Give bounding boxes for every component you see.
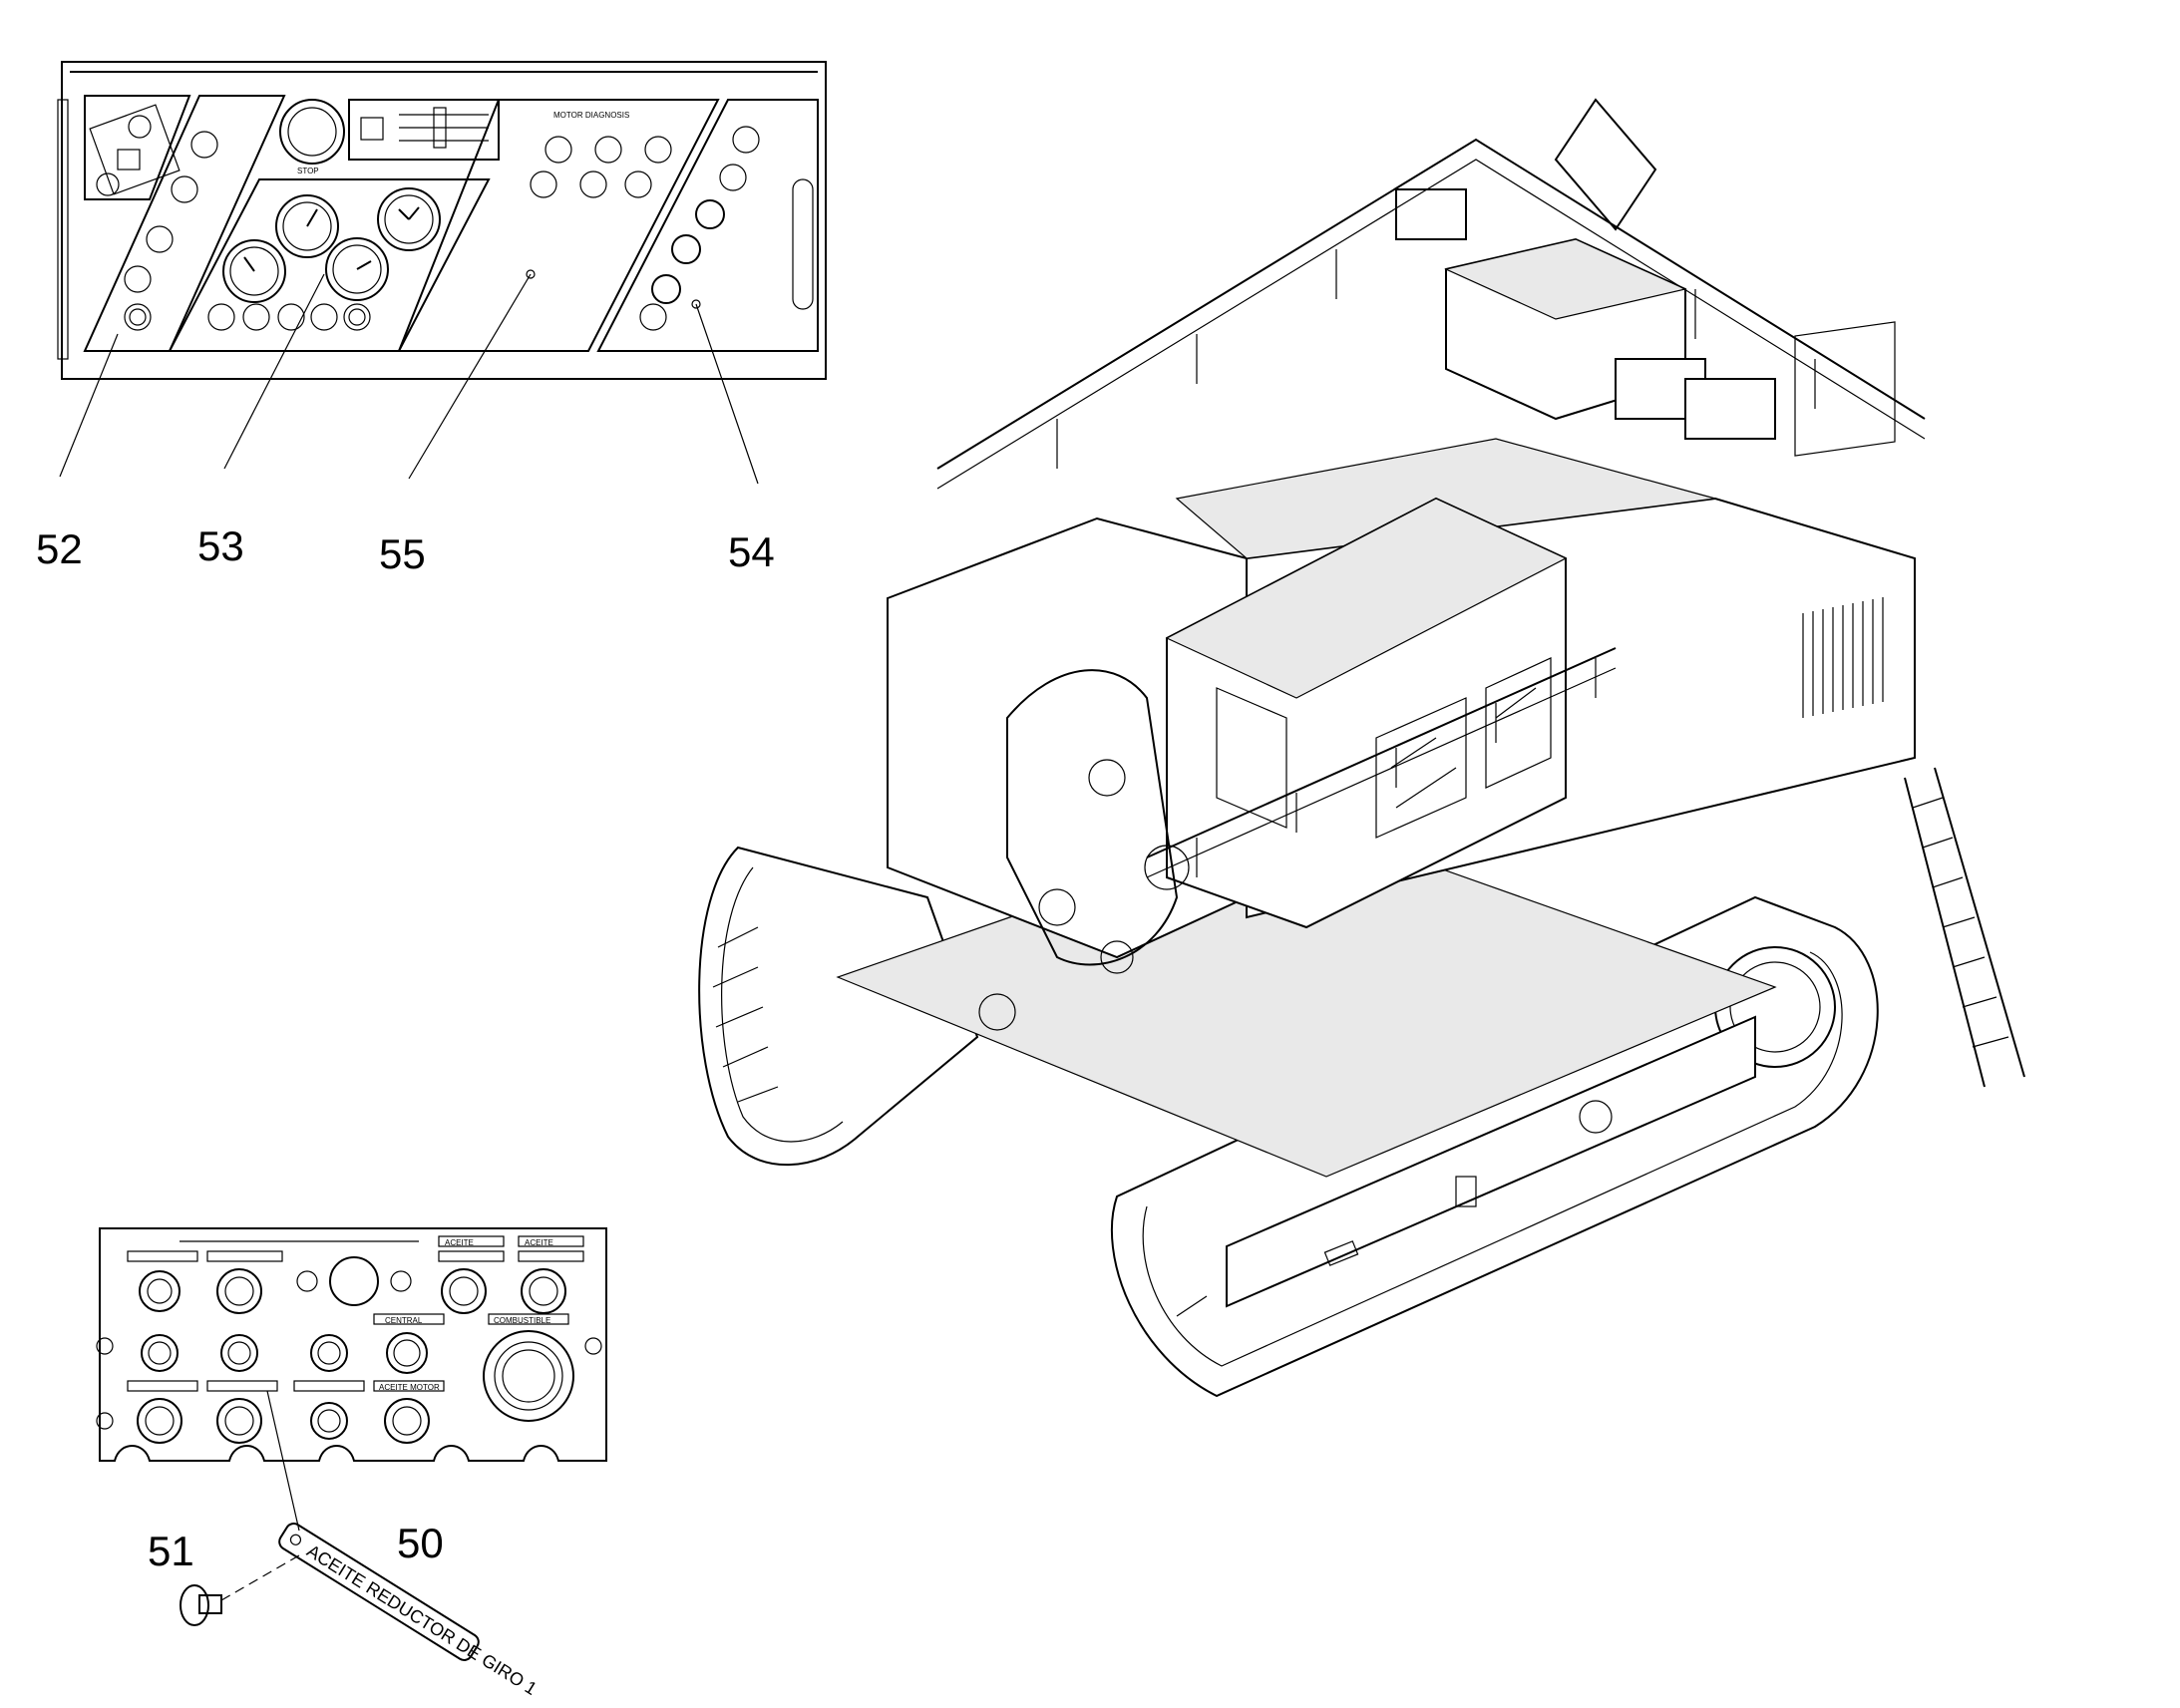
indicator-lights-bottom (207, 303, 371, 331)
callout-leaders-top (59, 273, 759, 485)
label-strips (127, 1235, 584, 1392)
screw (180, 1554, 300, 1626)
motor-diagnosis-header: MOTOR DIAGNOSIS (553, 111, 629, 120)
left-track (698, 846, 979, 1167)
panel-section-right (596, 99, 819, 352)
boom-mount (1006, 669, 1190, 974)
stop-button: STOP (279, 99, 345, 175)
gauges (222, 187, 441, 303)
radiator-grille (1794, 321, 1896, 718)
label-aceite-motor: ACEITE MOTOR (379, 1383, 440, 1392)
top-control-panel: STOP (57, 61, 827, 380)
label-combustible: COMBUSTIBLE (494, 1316, 550, 1325)
callout-51: 51 (148, 1528, 194, 1574)
bottom-connector-panel: ACEITE ACEITE CENTRAL COMBUSTIBLE ACEITE… (96, 1227, 607, 1462)
motor-diagnosis-section: MOTOR DIAGNOSIS (530, 111, 672, 198)
upper-structure (887, 98, 2025, 1088)
callout-55: 55 (379, 530, 426, 577)
indicator-lights-left (124, 131, 218, 331)
lever-indicator (348, 99, 500, 161)
callout-53: 53 (197, 522, 244, 569)
callout-54: 54 (728, 528, 775, 575)
access-ladder (1904, 767, 2025, 1088)
callout-leader-50 (266, 1390, 300, 1532)
connectors (96, 1256, 602, 1444)
callout-52: 52 (36, 525, 83, 572)
label-central: CENTRAL (385, 1316, 423, 1325)
label-aceite-2: ACEITE (525, 1238, 553, 1247)
label-aceite-1: ACEITE (445, 1238, 474, 1247)
handrails (936, 138, 1926, 878)
excavator-illustration (698, 98, 2025, 1398)
indicator-lights-right (639, 126, 760, 331)
blank-section (397, 99, 720, 352)
stop-label: STOP (297, 167, 319, 175)
switch-module (84, 95, 191, 200)
top-components (1395, 98, 1776, 440)
operator-cab (1165, 497, 1568, 929)
callout-50: 50 (397, 1520, 444, 1566)
